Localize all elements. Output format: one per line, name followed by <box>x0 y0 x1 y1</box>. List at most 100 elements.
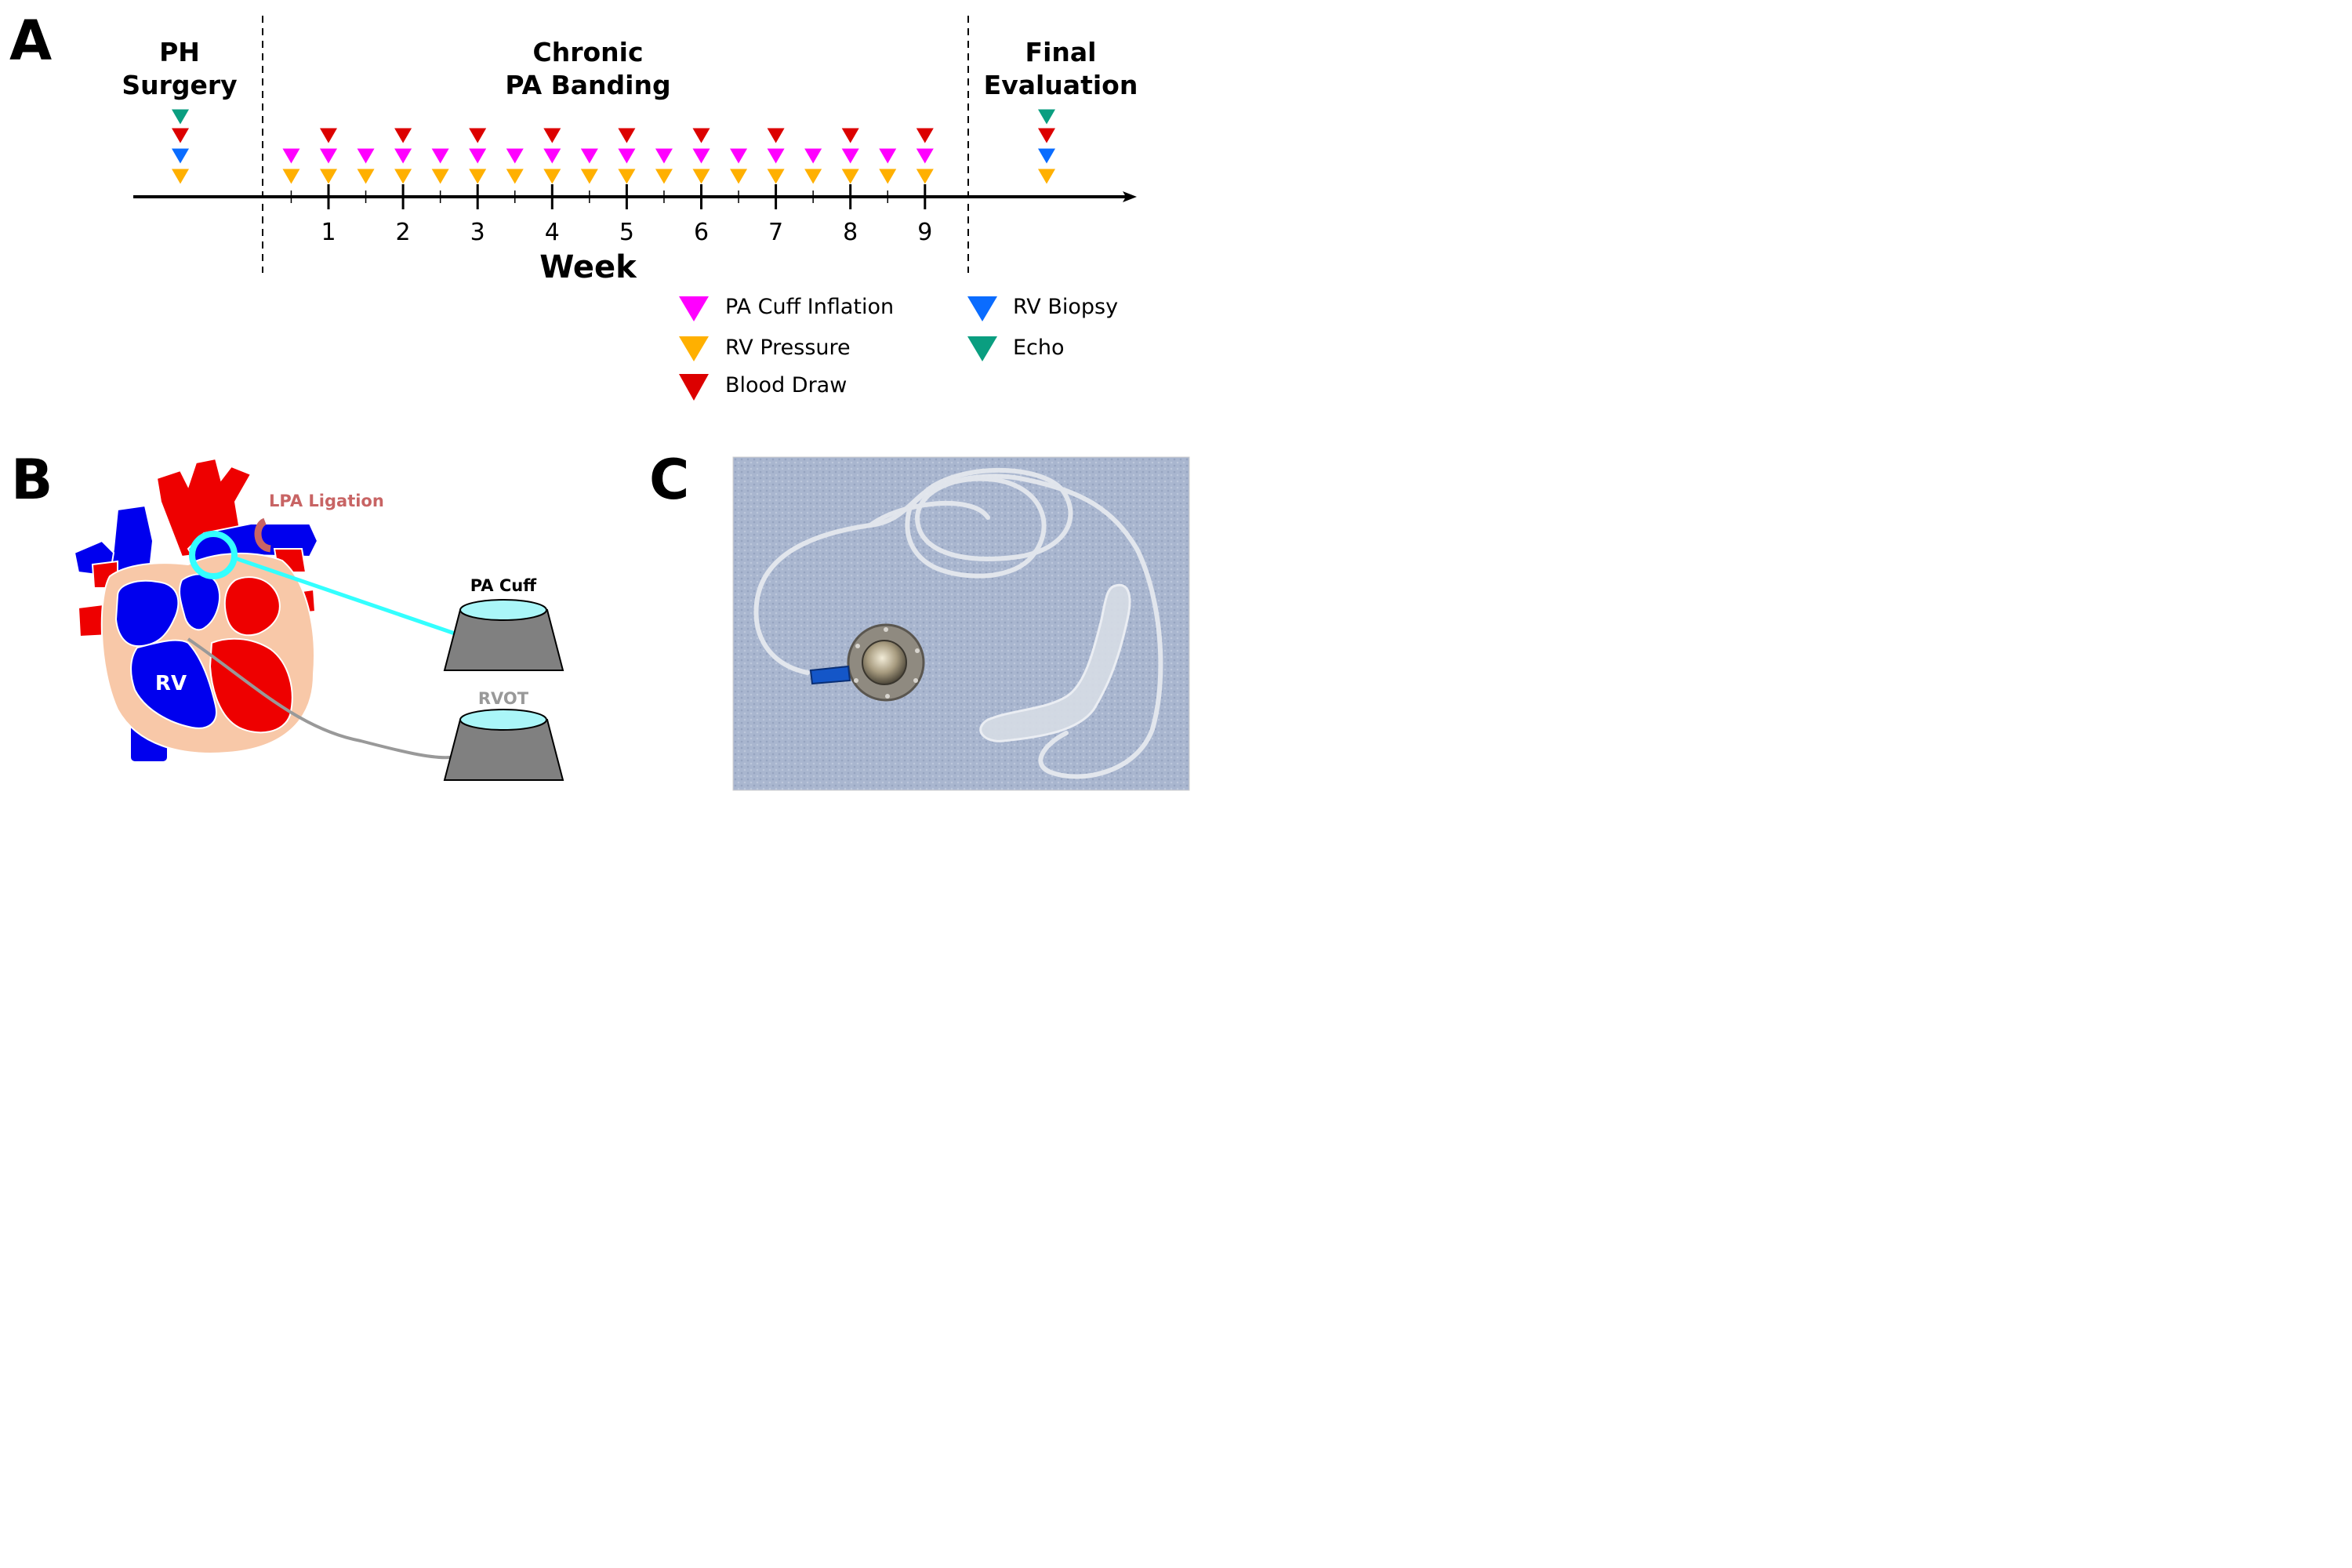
final-pressure-marker <box>1038 169 1055 184</box>
silicone-cuff <box>979 583 1131 742</box>
legend-biopsy-label: RV Biopsy <box>1013 295 1118 319</box>
cuff-inflation-marker <box>618 148 636 164</box>
cuff-inflation-marker <box>506 148 524 164</box>
legend-pressure-marker <box>679 336 709 361</box>
panel-c-letter: C <box>649 448 689 512</box>
cuff-inflation-marker <box>692 148 710 164</box>
event-markers <box>172 109 1055 184</box>
left-atrium <box>223 576 281 637</box>
rv-pressure-marker <box>394 169 412 184</box>
final-blood-marker <box>1038 128 1055 143</box>
rv-pressure-marker <box>469 169 487 184</box>
legend-echo-label: Echo <box>1013 336 1065 360</box>
rv-pressure-marker <box>879 169 897 184</box>
legend-echo-marker <box>967 336 997 361</box>
rv-pressure-marker <box>730 169 748 184</box>
cuff-inflation-marker <box>767 148 785 164</box>
blood-draw-marker <box>841 128 859 143</box>
cuff-inflation-marker <box>394 148 412 164</box>
blood-draw-marker <box>618 128 636 143</box>
final-echo-marker <box>1038 109 1055 125</box>
phase-banding-line1: Chronic <box>532 37 643 67</box>
rv-label: RV <box>155 672 187 695</box>
legend-cuff-marker <box>679 296 709 321</box>
rv-pressure-marker <box>692 169 710 184</box>
cuff-inflation-marker <box>730 148 748 164</box>
pa-cuff-label: PA Cuff <box>470 576 537 595</box>
legend: PA Cuff Inflation RV Pressure Blood Draw… <box>679 295 1118 401</box>
rv-pressure-marker <box>320 169 337 184</box>
rvot-label: RVOT <box>478 689 529 708</box>
legend-blood-label: Blood Draw <box>725 373 847 397</box>
surgery-biopsy-marker <box>172 148 189 164</box>
legend-cuff-label: PA Cuff Inflation <box>725 295 894 319</box>
port-septum <box>862 640 907 685</box>
rv-pressure-marker <box>580 169 598 184</box>
tick-label-week: 6 <box>694 219 709 246</box>
rv-pressure-marker <box>431 169 449 184</box>
pa-cuff-ring <box>189 531 238 579</box>
rv-pressure-marker <box>655 169 673 184</box>
rv-pressure-marker <box>804 169 822 184</box>
tick-label-week: 7 <box>768 219 783 246</box>
legend-biopsy-marker <box>967 296 997 321</box>
pa-cuff-reservoir-top <box>459 599 547 621</box>
figure: A PH Surgery Chronic PA Banding Final Ev… <box>9 9 1190 791</box>
rv-pressure-marker <box>282 169 300 184</box>
photo-frame <box>732 456 1190 791</box>
tick-label-week: 3 <box>470 219 485 246</box>
panel-b-letter: B <box>11 448 53 512</box>
rv-pressure-marker <box>506 169 524 184</box>
tick-label-week: 1 <box>321 219 336 246</box>
timeline-arrowhead <box>1123 191 1137 202</box>
rvot-reservoir-top <box>459 709 547 731</box>
implant-device-photo <box>732 456 1190 791</box>
surgery-pressure-marker <box>172 169 189 184</box>
phase-banding-line2: PA Banding <box>505 70 670 100</box>
surgery-blood-marker <box>172 128 189 143</box>
cuff-inflation-marker <box>357 148 375 164</box>
cuff-inflation-marker <box>469 148 487 164</box>
cuff-inflation-marker <box>655 148 673 164</box>
tick-label-week: 8 <box>843 219 858 246</box>
phase-surgery-line2: Surgery <box>122 70 237 100</box>
phase-surgery-line1: PH <box>159 37 200 67</box>
panel-c: C <box>649 448 1190 791</box>
blood-draw-marker <box>394 128 412 143</box>
surgery-echo-marker <box>172 109 189 125</box>
cuff-inflation-marker <box>580 148 598 164</box>
panel-b: B <box>11 448 564 781</box>
tick-label-week: 2 <box>396 219 411 246</box>
final-biopsy-marker <box>1038 148 1055 164</box>
blood-draw-marker <box>916 128 934 143</box>
panel-a: A PH Surgery Chronic PA Banding Final Ev… <box>9 9 1138 401</box>
cuff-inflation-marker <box>916 148 934 164</box>
rv-pressure-marker <box>618 169 636 184</box>
port-suture-holes <box>854 627 920 699</box>
tick-label-week: 9 <box>917 219 932 246</box>
cuff-inflation-marker <box>543 148 561 164</box>
tick-label-week: 4 <box>545 219 560 246</box>
rv-pressure-marker <box>767 169 785 184</box>
blue-connector <box>809 665 851 685</box>
blood-draw-marker <box>543 128 561 143</box>
rv-pressure-marker <box>357 169 375 184</box>
rvot-catheter <box>187 637 452 760</box>
cuff-inflation-marker <box>431 148 449 164</box>
panel-a-letter: A <box>9 9 52 73</box>
lpa-ligation-clip <box>254 517 272 553</box>
lpa-ligation-label: LPA Ligation <box>269 492 384 510</box>
cuff-inflation-marker <box>879 148 897 164</box>
blood-draw-marker <box>692 128 710 143</box>
blood-draw-marker <box>767 128 785 143</box>
cuff-inflation-marker <box>320 148 337 164</box>
phase-final-line2: Evaluation <box>984 70 1138 100</box>
cuff-inflation-marker <box>282 148 300 164</box>
rv-pressure-marker <box>916 169 934 184</box>
cuff-inflation-marker <box>804 148 822 164</box>
clear-tubing <box>753 467 1163 779</box>
blood-draw-marker <box>320 128 337 143</box>
right-ventricle <box>130 639 217 729</box>
blood-draw-marker <box>469 128 487 143</box>
